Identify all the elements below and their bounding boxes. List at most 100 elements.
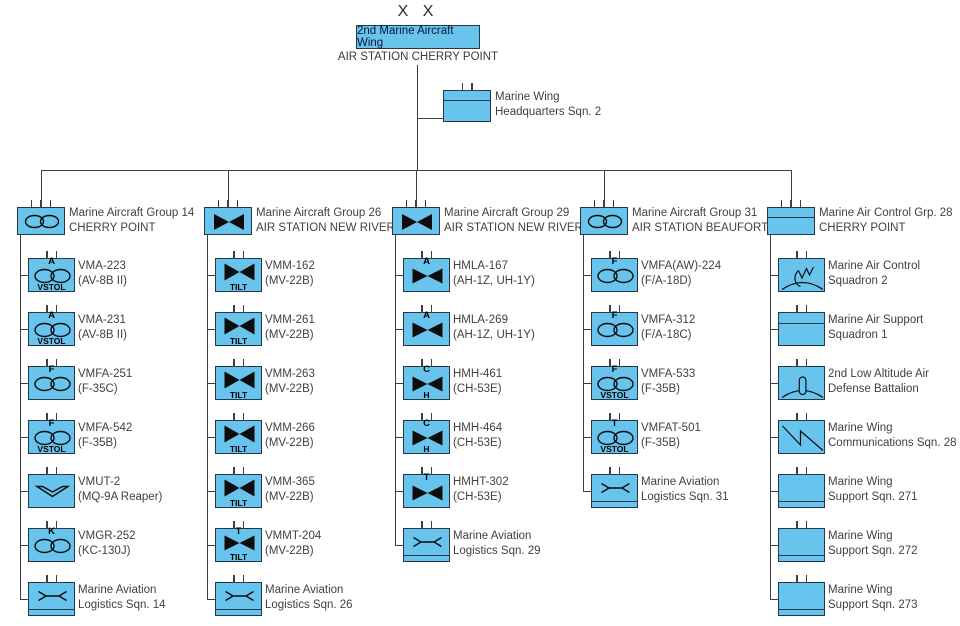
- unit-label: Marine Aviation Logistics Sqn. 26: [265, 584, 353, 611]
- connector: [20, 329, 29, 330]
- unit-symbol-box: TILT: [215, 467, 262, 508]
- echelon-ticks-icon: [216, 467, 261, 475]
- rotary-wing-icon: [412, 485, 443, 501]
- support-bar-icon: [779, 500, 824, 502]
- connector: [770, 329, 779, 330]
- connector: [770, 599, 779, 600]
- unit-label: HMH-464 (CH-53E): [453, 422, 503, 449]
- unit-mwhs-2: Marine Wing Headquarters Sqn. 2: [443, 83, 601, 122]
- unit-label: 2nd Low Altitude Air Defense Battalion: [828, 368, 930, 395]
- echelon-ticks-icon: [404, 413, 449, 421]
- unit-vmm-365: TILT VMM-365 (MV-22B): [215, 467, 315, 508]
- rotary-wing-icon: [402, 214, 432, 230]
- echelon-ticks-icon: [592, 305, 637, 313]
- rotary-wing-icon: [412, 268, 443, 284]
- vstol-label: VSTOL: [37, 281, 66, 292]
- echelon-ticks-icon: [29, 359, 74, 367]
- unit-symbol-box: F VSTOL: [28, 413, 75, 454]
- fixed-wing-icon: [34, 538, 71, 554]
- echelon-ticks-icon: [404, 359, 449, 367]
- rotary-wing-icon: [224, 317, 255, 335]
- unit-symbol-box: F: [591, 251, 638, 292]
- unit-symbol-box: [778, 359, 825, 400]
- connector: [583, 329, 592, 330]
- fixed-wing-icon: [24, 214, 60, 229]
- unit-mag-31: Marine Aircraft Group 31 AIR STATION BEA…: [580, 200, 768, 235]
- echelon-ticks-icon: [592, 413, 637, 421]
- aviation-logistics-icon: [601, 482, 630, 494]
- mission-letter: A: [423, 256, 430, 267]
- fixed-wing-icon: [34, 268, 71, 284]
- mission-letter: T: [423, 472, 430, 483]
- unit-label: VMFA-533 (F-35B): [641, 368, 696, 395]
- echelon-ticks-icon: [29, 467, 74, 475]
- support-bar-icon: [779, 554, 824, 556]
- unit-label: VMFA-251 (F-35C): [78, 368, 133, 395]
- mission-letter: F: [611, 364, 618, 375]
- fixed-wing-icon: [597, 322, 634, 338]
- unit-label: HMLA-167 (AH-1Z, UH-1Y): [453, 260, 535, 287]
- unit-symbol-box: F: [28, 359, 75, 400]
- fixed-wing-icon: [34, 322, 71, 338]
- support-bar-icon: [216, 608, 261, 610]
- echelon-xx-label: X X: [397, 3, 439, 20]
- connector: [207, 545, 216, 546]
- rotary-wing-icon: [412, 430, 443, 446]
- tilt-label: TILT: [229, 389, 248, 400]
- unit-vma-223: A VSTOL VMA-223 (AV-8B II): [28, 251, 127, 292]
- unit-label: VMMT-204 (MV-22B): [265, 530, 322, 557]
- mission-letter: C: [423, 418, 430, 429]
- echelon-ticks-icon: [216, 575, 261, 583]
- unit-symbol-box: [392, 200, 440, 235]
- connector: [207, 275, 216, 276]
- echelon-ticks-icon: [29, 305, 74, 313]
- unit-symbol-box: [767, 200, 815, 235]
- tilt-label: TILT: [229, 281, 248, 292]
- connector: [20, 491, 29, 492]
- uav-icon: [34, 485, 71, 498]
- echelon-ticks-icon: [216, 521, 261, 529]
- fixed-wing-icon: [587, 214, 623, 229]
- rotary-wing-icon: [224, 425, 255, 443]
- connector: [416, 170, 417, 207]
- fixed-wing-icon: [34, 376, 71, 392]
- connector: [207, 235, 208, 599]
- echelon-ticks-icon: [779, 305, 824, 313]
- echelon-ticks-icon: [404, 467, 449, 475]
- mission-letter: A: [48, 256, 55, 267]
- rotary-wing-icon: [412, 376, 443, 392]
- air-control-radar-icon: [781, 266, 824, 290]
- echelon-ticks-icon: [404, 521, 449, 529]
- echelon-ticks-icon: [581, 200, 627, 208]
- connector: [207, 329, 216, 330]
- unit-label: VMA-231 (AV-8B II): [78, 314, 127, 341]
- mission-letter: A: [423, 310, 430, 321]
- echelon-ticks-icon: [393, 200, 439, 208]
- unit-mwss-273: Marine Wing Support Sqn. 273: [778, 575, 918, 616]
- echelon-ticks-icon: [29, 575, 74, 583]
- aviation-logistics-icon: [413, 536, 442, 548]
- unit-symbol-box: A VSTOL: [28, 251, 75, 292]
- unit-symbol-box: [591, 467, 638, 508]
- tilt-label: TILT: [229, 335, 248, 346]
- unit-mass-1: Marine Air Support Squadron 1: [778, 305, 923, 346]
- headquarters-bar-icon: [444, 100, 490, 102]
- connector: [770, 383, 779, 384]
- connector: [417, 118, 444, 119]
- wing-unit-box: 2nd Marine Aircraft Wing: [356, 25, 480, 49]
- unit-label: VMM-263 (MV-22B): [265, 368, 315, 395]
- unit-vmfat-501: T VSTOL VMFAT-501 (F-35B): [591, 413, 701, 454]
- headquarters-bar-icon: [779, 323, 824, 325]
- vstol-label: VSTOL: [37, 335, 66, 346]
- connector: [770, 491, 779, 492]
- unit-vmm-263: TILT VMM-263 (MV-22B): [215, 359, 315, 400]
- unit-label: Marine Wing Communications Sqn. 28: [828, 422, 957, 449]
- unit-symbol-box: [28, 467, 75, 508]
- vstol-label: VSTOL: [37, 443, 66, 454]
- unit-label: Marine Air Support Squadron 1: [828, 314, 924, 341]
- unit-hmla-269: A HMLA-269 (AH-1Z, UH-1Y): [403, 305, 535, 346]
- unit-mals-26: Marine Aviation Logistics Sqn. 26: [215, 575, 353, 616]
- connector: [20, 235, 21, 599]
- unit-symbol-box: TILT: [215, 359, 262, 400]
- connector: [395, 275, 404, 276]
